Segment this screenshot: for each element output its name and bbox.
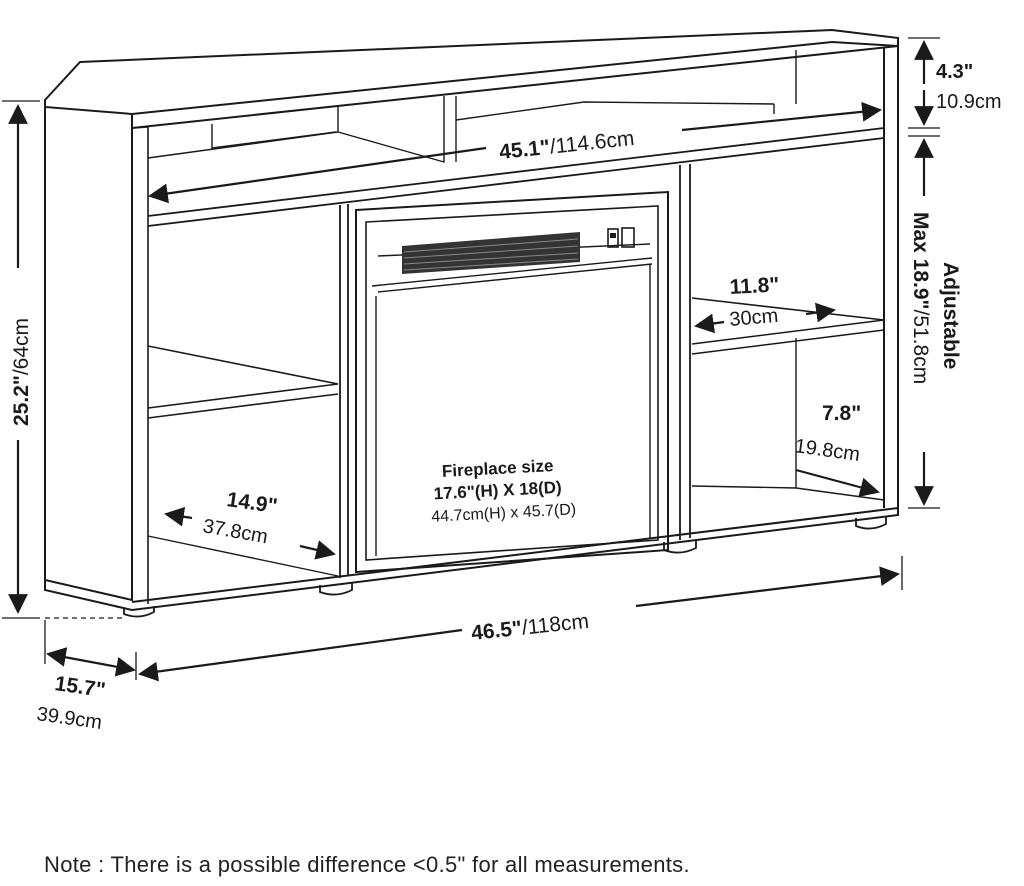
total-height-imperial: 25.2" — [10, 375, 33, 426]
dimension-left-shelf-width: 14.9" 37.8cm — [164, 488, 336, 560]
tv-stand-diagram: 45.1"/114.6cm 4.3" 10.9cm Adjustable Max… — [2, 28, 1002, 734]
dimension-total-width: 46.5"/118cm — [135, 556, 903, 682]
top-height-metric: 10.9cm — [936, 91, 1002, 113]
left-shelf-width-imperial: 14.9" — [225, 488, 279, 518]
total-width-imperial: 46.5" — [470, 617, 523, 645]
right-shelf-width-metric: 30cm — [729, 305, 780, 331]
svg-text:Max 18.9"/51.8cm: Max 18.9"/51.8cm — [909, 212, 932, 384]
total-height-metric: /64cm — [10, 318, 33, 375]
adjustable-label: Adjustable — [939, 262, 962, 369]
dimension-total-height: 25.2"/64cm — [2, 100, 40, 619]
top-width-imperial: 45.1" — [498, 136, 551, 164]
right-shelf-depth-imperial: 7.8" — [822, 402, 861, 425]
left-shelf-width-metric: 37.8cm — [201, 515, 269, 548]
dimension-adjustable: Adjustable Max 18.9"/51.8cm — [908, 138, 962, 509]
fireplace-insert — [355, 190, 669, 574]
top-height-imperial: 4.3" — [936, 61, 973, 83]
svg-text:25.2"/64cm: 25.2"/64cm — [10, 318, 33, 426]
right-shelf-depth-metric: 19.8cm — [793, 435, 861, 466]
control-buttons — [607, 227, 635, 248]
top-width-metric: /114.6cm — [549, 127, 636, 159]
dimension-right-shelf-width: 11.8" 30cm — [694, 273, 836, 334]
adjustable-metric: /51.8cm — [909, 310, 932, 385]
adjustable-imperial: Max 18.9" — [909, 212, 932, 310]
fireplace-size-label: Fireplace size 17.6"(H) X 18(D) 44.7cm(H… — [431, 456, 577, 526]
measurement-note: Note : There is a possible difference <0… — [44, 852, 690, 877]
right-shelf-width-imperial: 11.8" — [729, 273, 780, 299]
fireplace-imperial: 17.6"(H) X 18(D) — [433, 478, 562, 504]
tv-stand-outline — [44, 28, 899, 618]
dimension-top-height: 4.3" 10.9cm — [908, 37, 1002, 137]
fireplace-title: Fireplace size — [442, 456, 554, 481]
dimension-total-depth: 15.7" 39.9cm — [35, 617, 136, 734]
svg-text:45.1"/114.6cm: 45.1"/114.6cm — [498, 127, 635, 164]
fireplace-metric: 44.7cm(H) x 45.7(D) — [431, 501, 577, 526]
svg-text:46.5"/118cm: 46.5"/118cm — [470, 610, 590, 645]
total-depth-imperial: 15.7" — [53, 672, 107, 702]
dimension-top-width: 45.1"/114.6cm — [148, 101, 882, 204]
heater-grille — [402, 232, 580, 274]
total-width-metric: /118cm — [521, 610, 590, 640]
total-depth-metric: 39.9cm — [35, 703, 103, 734]
dimension-right-shelf-depth: 7.8" 19.8cm — [793, 402, 880, 497]
